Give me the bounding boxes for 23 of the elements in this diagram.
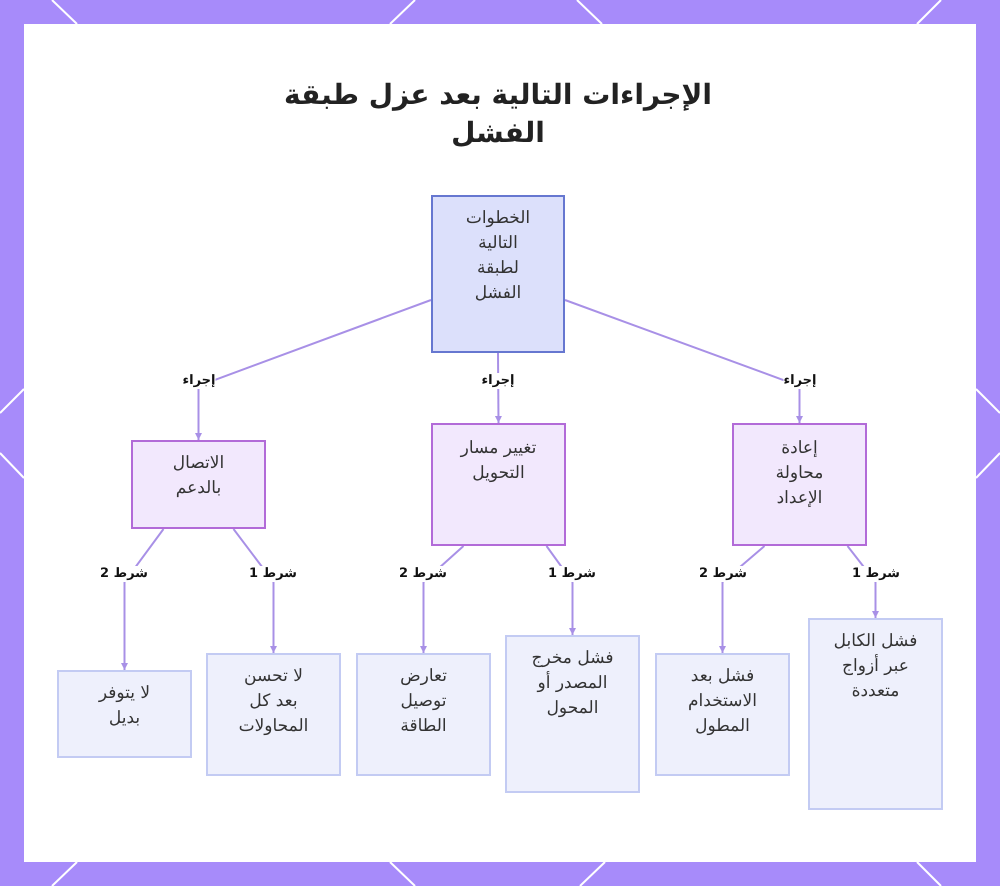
edge-label: شرط 2	[699, 566, 747, 582]
condition-box: لا يتوفر بديل	[57, 670, 192, 758]
action-box: إعادة محاولة الإعداد	[732, 423, 867, 546]
action-box: تغيير مسار التحويل	[431, 423, 566, 546]
condition-box: تعارض توصيل الطاقة	[356, 653, 491, 776]
edge-label: إجراء	[482, 373, 514, 389]
condition-box: لا تحسن بعد كل المحاولات	[206, 653, 341, 776]
condition-box: فشل بعد الاستخدام المطول	[655, 653, 790, 776]
process-box: الخطوات التالية لطبقة الفشل	[431, 195, 565, 353]
action-box: الاتصال بالدعم	[131, 440, 266, 529]
edge-label: شرط 1	[548, 566, 596, 582]
edge-label: شرط 1	[249, 566, 297, 582]
edge-label: شرط 2	[399, 566, 447, 582]
condition-box: فشل الكابل عبر أزواج متعددة	[808, 618, 943, 810]
edge-label: شرط 1	[852, 566, 900, 582]
condition-box: فشل مخرج المصدر أو المحول	[505, 635, 640, 793]
arrow	[564, 299, 803, 423]
arrow	[195, 299, 432, 440]
edge-label: شرط 2	[100, 566, 148, 582]
title: الإجراءات التالية بعد عزل طبقة الفشل	[283, 77, 713, 151]
edge-label: إجراء	[182, 373, 216, 389]
edge-label: إجراء	[784, 373, 816, 389]
arrow	[121, 528, 164, 670]
